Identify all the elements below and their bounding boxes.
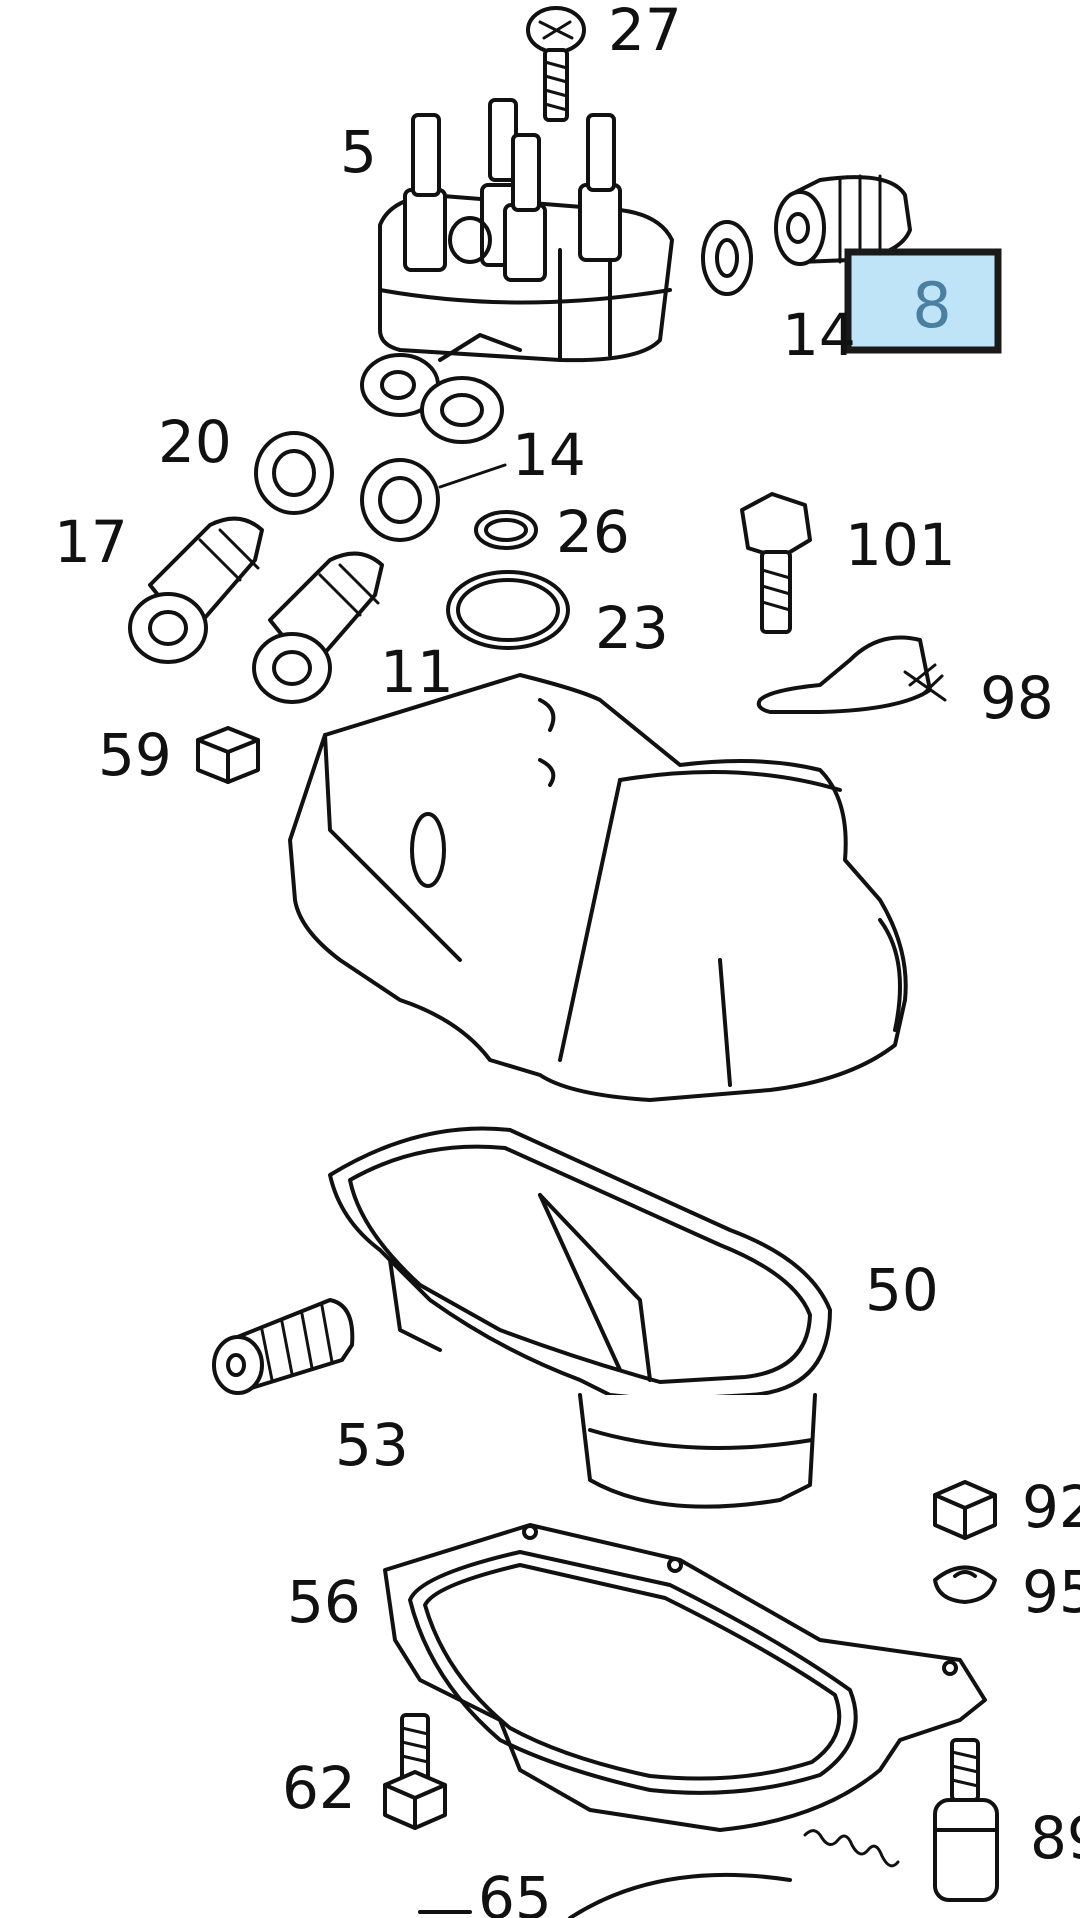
part-62-stud: [383, 1713, 447, 1830]
part-95-washer: [933, 1565, 997, 1604]
part-27-screw: [526, 6, 586, 122]
part-53-boot: [212, 1298, 355, 1395]
part-50-funnel: [328, 1126, 832, 1509]
label-50: 50: [865, 1256, 939, 1324]
part-56-gasket-plate: [383, 1523, 987, 1832]
part-26-o-ring: [474, 510, 538, 550]
part-65-seal: [418, 1872, 792, 1918]
label-14-upper: 14: [782, 301, 856, 369]
label-65: 65: [478, 1864, 552, 1918]
part-14-washer-upper: [701, 220, 753, 296]
part-labels: 27 5 14 20 14 26 101 17 23 11 98 59 50 5…: [54, 0, 1080, 1918]
label-11: 11: [380, 638, 454, 706]
part-92-nut: [933, 1480, 997, 1540]
label-62: 62: [282, 1754, 356, 1822]
label-27: 27: [608, 0, 682, 64]
label-92: 92: [1022, 1473, 1080, 1541]
label-14-lower: 14: [512, 421, 586, 489]
label-56: 56: [287, 1568, 361, 1636]
label-26: 26: [556, 498, 630, 566]
label-101: 101: [845, 511, 956, 579]
highlighted-part-8-callout[interactable]: 8: [844, 248, 1002, 354]
label-89: 89: [1030, 1804, 1080, 1872]
label-23: 23: [595, 594, 669, 662]
part-23-o-ring: [446, 570, 570, 650]
label-53: 53: [335, 1411, 409, 1479]
part-101-bolt: [740, 492, 812, 634]
part-11-fitting: [252, 551, 384, 704]
highlighted-part-number: 8: [912, 269, 951, 342]
part-5-distributor-cap: [360, 98, 674, 444]
label-17: 17: [54, 508, 128, 576]
label-98: 98: [980, 664, 1054, 732]
intake-housing: [288, 673, 908, 1102]
part-98-clip: [756, 635, 947, 714]
label-5: 5: [340, 118, 377, 186]
label-59: 59: [98, 721, 172, 789]
label-20: 20: [158, 408, 232, 476]
label-95: 95: [1022, 1558, 1080, 1626]
spring-coil: [803, 1829, 900, 1868]
part-17-fitting: [128, 516, 264, 664]
part-89-mount: [933, 1738, 999, 1902]
part-20-washer: [254, 431, 334, 515]
part-14-washer-lower: [360, 458, 507, 542]
part-59-nut: [196, 726, 260, 784]
